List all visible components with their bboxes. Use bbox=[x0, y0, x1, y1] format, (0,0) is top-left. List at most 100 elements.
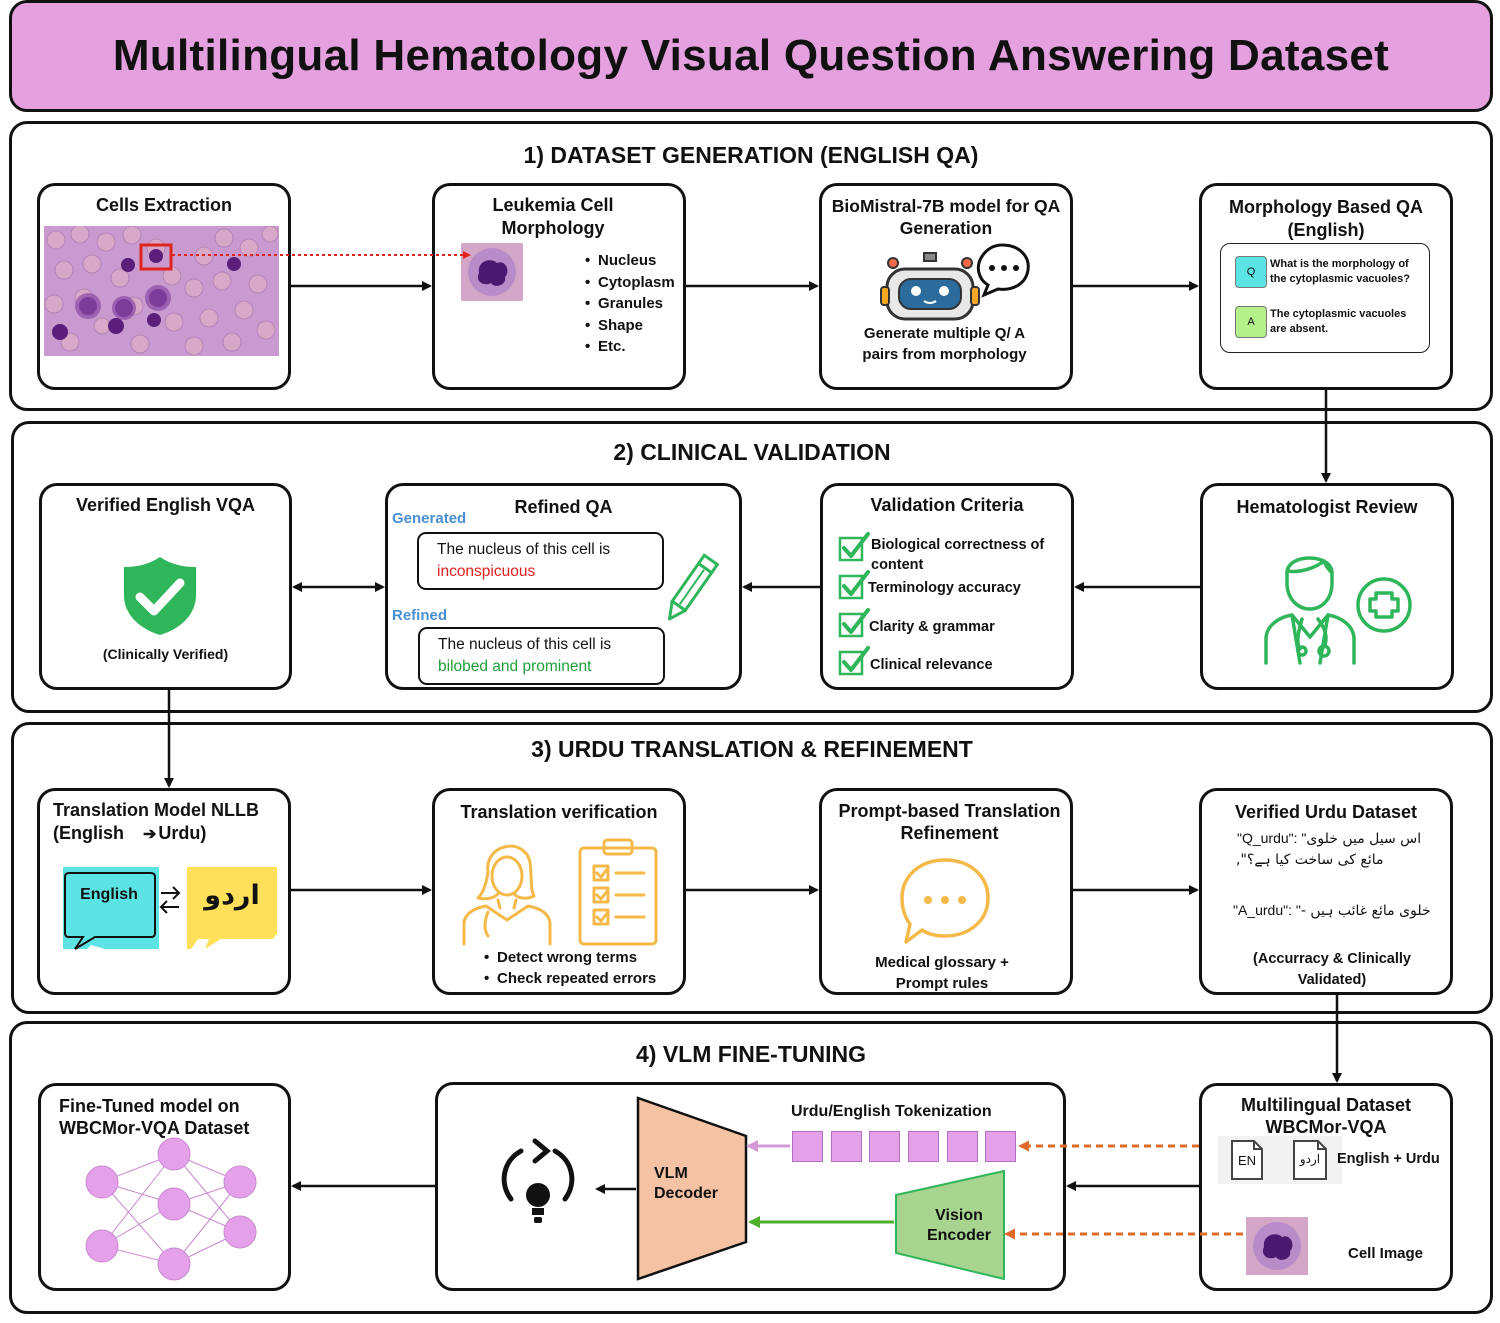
generated-qa-card: The nucleus of this cell is inconspicuou… bbox=[417, 532, 664, 590]
english-urdu-label: English + Urdu bbox=[1337, 1151, 1440, 1167]
box-title: Translation verification bbox=[460, 802, 658, 822]
box-title: Validation Criteria bbox=[870, 495, 1024, 515]
cell-image-thumbnail bbox=[1246, 1217, 1308, 1275]
box-title: Prompt-based Translation Refinement bbox=[838, 801, 1061, 843]
nllb-source: (English bbox=[53, 823, 124, 843]
q-urdu-line2: مائع کی ساخت کیا ہے؟", bbox=[1236, 852, 1384, 868]
box-title: Cells Extraction bbox=[95, 195, 233, 215]
box-title: Leukemia Cell Morphology bbox=[492, 195, 614, 238]
box-title: Verified Urdu Dataset bbox=[1234, 802, 1418, 822]
vision-encoder-shape bbox=[895, 1169, 1005, 1281]
morphology-list: Nucleus Cytoplasm Granules Shape Etc. bbox=[584, 250, 675, 358]
token-cell bbox=[831, 1131, 862, 1162]
criterion-item: Clinical relevance bbox=[870, 657, 993, 673]
urdu-file-icon bbox=[1293, 1140, 1327, 1180]
answer-tag: A bbox=[1235, 306, 1267, 338]
morphology-item: Cytoplasm bbox=[585, 272, 675, 294]
neural-network-icon bbox=[85, 1137, 257, 1281]
criterion-item: Clarity & grammar bbox=[869, 619, 995, 635]
verified-urdu-dataset-box: Verified Urdu Dataset (Accurracy & Clini… bbox=[1199, 788, 1453, 995]
english-bubble-label: English bbox=[80, 886, 138, 903]
robot-icon bbox=[880, 243, 1030, 321]
cell-image-label: Cell Image bbox=[1348, 1245, 1424, 1262]
a-urdu-text: خلوی مائع غائب ہیں - bbox=[1300, 903, 1431, 919]
language-bubbles bbox=[63, 867, 277, 950]
refined-qa-card: The nucleus of this cell is bilobed and … bbox=[418, 627, 665, 685]
doctor-icon bbox=[1264, 556, 1412, 665]
token-cell bbox=[792, 1131, 823, 1162]
morphology-item: Granules bbox=[585, 293, 675, 315]
verified-english-vqa-box: Verified English VQA (Clinically Verifie… bbox=[39, 483, 292, 690]
section-heading: 4) VLM FINE-TUNING bbox=[636, 1041, 866, 1067]
checkbox-icons bbox=[838, 532, 870, 676]
box-caption: Generate multiple Q/ A pairs from morpho… bbox=[862, 325, 1027, 363]
q-urdu-key: "Q_urdu": " bbox=[1237, 830, 1307, 846]
vlm-decoder-label: VLM Decoder bbox=[654, 1165, 719, 1202]
question-tag: Q bbox=[1235, 256, 1267, 288]
training-cycle-icon bbox=[501, 1138, 575, 1223]
cell-closeup-image bbox=[461, 243, 523, 301]
section-heading: 1) DATASET GENERATION (ENGLISH QA) bbox=[523, 142, 979, 168]
generated-label: Generated bbox=[392, 510, 467, 527]
vision-encoder-label: Vision Encoder bbox=[926, 1207, 991, 1244]
tokenization-label: Urdu/English Tokenization bbox=[791, 1103, 992, 1120]
box-title: Multilingual Dataset WBCMor-VQA bbox=[1240, 1095, 1411, 1137]
en-file-icon bbox=[1231, 1140, 1263, 1180]
refined-text: The nucleus of this cell is bbox=[438, 636, 612, 653]
verification-item: Detect wrong terms bbox=[484, 947, 656, 968]
box-title: Refined QA bbox=[514, 497, 613, 517]
prompt-refinement-box: Prompt-based Translation Refinement Medi… bbox=[819, 788, 1073, 995]
question-text: What is the morphology of the cytoplasmi… bbox=[1270, 258, 1410, 285]
chat-bubble-icon bbox=[900, 858, 990, 944]
a-urdu-line: "A_urdu": "خلوی مائع غائب ہیں - bbox=[1233, 902, 1431, 919]
morphology-item: Shape bbox=[585, 315, 675, 337]
answer-text: The cytoplasmic vacuoles are absent. bbox=[1270, 308, 1407, 335]
shield-check-icon bbox=[124, 557, 196, 635]
verification-list: Detect wrong terms Check repeated errors bbox=[483, 947, 656, 989]
criterion-item: Terminology accuracy bbox=[868, 580, 1021, 596]
token-cell bbox=[985, 1131, 1016, 1162]
vlm-decoder-shape bbox=[636, 1096, 748, 1281]
qa-example-card: Q What is the morphology of the cytoplas… bbox=[1220, 243, 1430, 353]
nllb-title-line: Translation Model NLLB bbox=[53, 800, 260, 820]
section-heading: 2) CLINICAL VALIDATION bbox=[613, 439, 891, 465]
box-title: Verified English VQA bbox=[75, 495, 256, 515]
arrow-right-icon: ➔ bbox=[143, 826, 157, 843]
en-file-label: EN bbox=[1237, 1153, 1257, 1168]
q-urdu-line: "Q_urdu": "اس سیل میں خلوی bbox=[1237, 830, 1421, 847]
pencil-icon bbox=[668, 553, 720, 621]
page-title-bar: Multilingual Hematology Visual Question … bbox=[9, 0, 1493, 112]
urdu-bubble-label: اردو bbox=[204, 880, 260, 911]
refined-label: Refined bbox=[392, 607, 448, 624]
morphology-item: Etc. bbox=[585, 336, 675, 358]
nllb-title-line2: (English ➔Urdu) bbox=[53, 822, 259, 846]
multilingual-dataset-box: Multilingual Dataset WBCMor-VQA bbox=[1199, 1083, 1453, 1291]
box-caption: Medical glossary + Prompt rules bbox=[875, 954, 1009, 992]
page-title: Multilingual Hematology Visual Question … bbox=[112, 31, 1390, 80]
generated-text: The nucleus of this cell is bbox=[437, 541, 611, 558]
translation-verification-box: Translation verification Detect wrong te… bbox=[432, 788, 686, 995]
criterion-item: Biological correctness of content bbox=[871, 537, 1045, 573]
box-title: BioMistral-7B model for QA Generation bbox=[831, 196, 1061, 238]
generated-highlight: inconspicuous bbox=[437, 563, 536, 580]
token-cell bbox=[908, 1131, 939, 1162]
box-title: Hematologist Review bbox=[1236, 497, 1418, 517]
box-title: Translation Model NLLB (English ➔Urdu) bbox=[53, 799, 259, 846]
refined-highlight: bilobed and prominent bbox=[438, 658, 592, 675]
token-cell bbox=[947, 1131, 978, 1162]
urdu-dataset-caption: (Accurracy & Clinically Validated) bbox=[1253, 951, 1411, 988]
nllb-target: Urdu) bbox=[158, 823, 207, 843]
token-cell bbox=[869, 1131, 900, 1162]
q-urdu-text: اس سیل میں خلوی bbox=[1306, 831, 1422, 847]
box-title: Fine-Tuned model on WBCMor-VQA Dataset bbox=[59, 1096, 250, 1138]
box-caption: (Clinically Verified) bbox=[102, 646, 229, 662]
reviewer-checklist-icon bbox=[462, 838, 658, 946]
urdu-file-label: اردو bbox=[1299, 1152, 1321, 1166]
morphology-item: Nucleus bbox=[585, 250, 675, 272]
a-urdu-key: "A_urdu": " bbox=[1233, 902, 1301, 918]
verification-item: Check repeated errors bbox=[484, 968, 656, 989]
box-title: Morphology Based QA (English) bbox=[1228, 197, 1423, 240]
section-heading: 3) URDU TRANSLATION & REFINEMENT bbox=[531, 736, 973, 762]
blood-smear-image bbox=[44, 226, 279, 356]
